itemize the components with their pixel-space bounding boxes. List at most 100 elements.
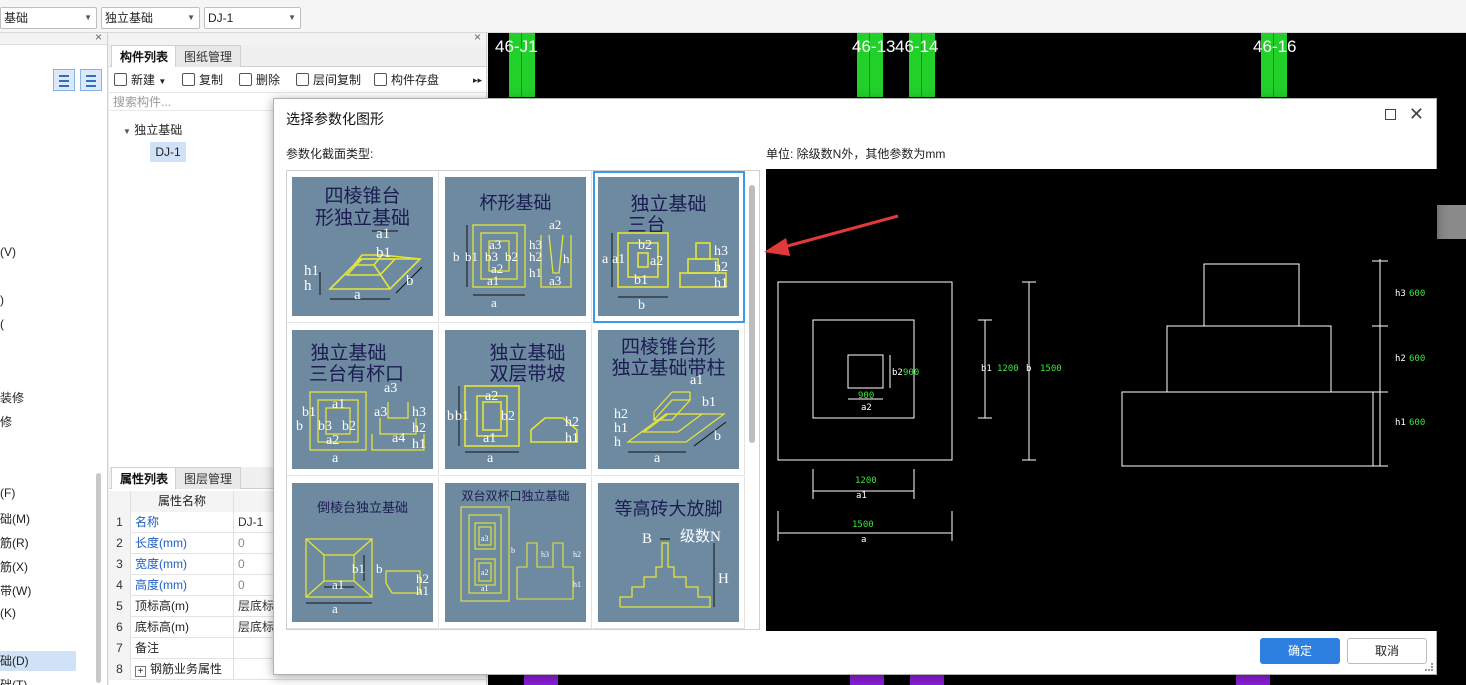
dim-label: h1 [714,276,728,291]
dim-label: h1 [614,421,628,436]
nav-item[interactable]: 带(W) [0,584,32,598]
nav-item[interactable]: (K) [0,606,16,620]
dim-label: h1 [412,437,426,452]
nav-item[interactable]: 修 [0,415,13,429]
shape-grid-scrollbar[interactable] [749,185,755,443]
detail-view-icon[interactable] [80,69,103,91]
shape-diagram: a1 b1 h1 h a b [304,226,423,303]
dim-label: h2 [412,421,426,436]
copy-icon [182,73,195,86]
dim-label: a1 [483,431,496,446]
confirm-button[interactable]: 确定 [1260,638,1340,664]
copy-button[interactable]: 复制 [182,71,223,89]
property-value[interactable] [233,638,487,659]
shape-option[interactable]: 独立基础 双层带坡 a2 b1 b2 a1 b a h2 [440,324,592,476]
close-icon[interactable]: ✕ [1408,104,1424,124]
type-select[interactable]: 独立基础 ▼ [101,7,200,29]
close-icon[interactable]: × [94,30,102,44]
chevron-down-icon: ▼ [84,13,92,22]
more-icon[interactable]: ▸▸ [473,75,483,85]
shape-option[interactable]: 四棱锥台形 独立基础带柱 a1 b1 h2 h1 h [593,324,745,476]
dim-label: h1 [573,580,581,589]
nav-item-selected[interactable]: 础(D) [0,651,76,671]
shape-title: 双层带坡 [489,364,566,385]
nav-item[interactable]: ) [0,293,4,307]
shape-title: 独立基础 [489,343,566,364]
property-name: 备注 [135,641,160,655]
maximize-icon[interactable] [1385,109,1396,120]
dim-label: a [332,601,338,616]
axis-label: 46-J1 [495,37,538,56]
nav-item[interactable]: 筋(R) [0,536,29,550]
component-select[interactable]: DJ-1 ▼ [204,7,301,29]
property-value[interactable]: 0 [233,554,487,575]
property-value[interactable]: 层底标 [233,617,487,638]
nav-item[interactable]: 础(T) [0,678,28,685]
nav-item[interactable]: 装修 [0,391,25,405]
tree-node-leaf[interactable]: DJ-1 [150,142,186,162]
cad-column [909,33,935,97]
dim-label: b1 [302,405,316,420]
dim-label: b [714,429,721,444]
tab-component-list[interactable]: 构件列表 [111,45,178,67]
shape-option[interactable]: 四棱锥台 形独立基础 a1 b1 h1 h a [287,171,439,323]
list-view-icon[interactable] [53,69,75,91]
shape-option[interactable]: 等高砖大放脚 B 级数N H [593,477,745,629]
shape-diagram: a1 a3 b1 b3 b2 a2 b a a3 a4 h3 h2 h1 [296,381,426,466]
close-icon[interactable]: × [473,30,481,44]
property-value[interactable]: 0 [233,575,487,596]
tree-node-root[interactable]: ▼ 独立基础 [123,121,182,138]
nav-item[interactable]: (F) [0,486,16,500]
expand-icon[interactable]: + [135,666,146,677]
tab-layer-management[interactable]: 图层管理 [175,467,242,489]
floor-select[interactable]: 基础 ▼ [0,7,97,29]
shape-title: 四棱锥台 [324,186,401,207]
nav-item[interactable]: ( [0,317,4,331]
dim-label: a1 [856,491,867,501]
nav-item[interactable]: 筋(X) [0,560,28,574]
dim-label: h3 [529,237,542,252]
shape-option[interactable]: 倒棱台独立基础 b1 a1 a b h2 h1 [287,477,439,629]
dialog-title: 选择参数化图形 [286,111,384,127]
tab-property-list[interactable]: 属性列表 [111,467,178,489]
cancel-button[interactable]: 取消 [1347,638,1427,664]
shape-option[interactable]: 双台双杯口独立基础 a3 a2 a1 b h3 h2 h1 [440,477,592,629]
save-component-button[interactable]: 构件存盘 [374,71,439,89]
shape-title: 三台有杯口 [308,364,404,385]
cad-beam [1434,205,1466,239]
new-button[interactable]: 新建 ▼ [114,71,166,89]
dim-label: a3 [374,405,387,420]
dim-label: h3 [1395,289,1406,299]
shape-option[interactable]: 独立基础 三台有杯口 a1 a3 b1 b3 b2 a2 b [287,324,439,476]
shape-title: 三台 [627,215,666,236]
shape-option-selected[interactable]: 独立基础 三台 b2 a1 a2 a b1 b h3 [593,171,745,323]
property-value[interactable]: 层底标 [233,596,487,617]
property-name-group[interactable]: +钢筋业务属性 [135,659,233,680]
section-type-label: 参数化截面类型: [286,147,374,161]
new-label: 新建 [131,73,156,87]
delete-button[interactable]: 删除 [239,71,280,89]
shape-title: 四棱锥台形 [620,337,716,358]
shape-option[interactable]: 杯形基础 a3 b3 a2 a1 b2 b1 b [440,171,592,323]
cad-element [524,675,558,685]
property-value[interactable]: DJ-1 [233,512,487,533]
resize-grip-icon[interactable] [1425,663,1433,671]
row-number-header [109,491,131,512]
dim-label: b [638,298,645,313]
floor-copy-label: 层间复制 [313,73,362,87]
shape-diagram: b1 a1 a b h2 h1 [305,538,429,616]
dim-label: a2 [650,254,663,269]
shape-title: 形独立基础 [314,208,410,229]
floor-copy-button[interactable]: 层间复制 [296,71,361,89]
tab-drawing-management[interactable]: 图纸管理 [175,45,242,67]
shape-preview: b2 900 900 a2 b1 1200 b 1500 1200 a1 150… [766,169,1437,631]
table-row[interactable]: 8+钢筋业务属性 [109,659,487,680]
property-value[interactable]: 0 [233,533,487,554]
new-icon [114,73,127,86]
dim-label: h3 [541,550,549,559]
nav-item[interactable]: (V) [0,245,16,259]
dim-label: b1 [376,245,391,261]
left-scrollbar[interactable] [96,473,101,683]
nav-item[interactable]: 础(M) [0,512,30,526]
shape-diagram: b2 a1 a2 a b1 b h3 h2 h1 [602,232,728,313]
